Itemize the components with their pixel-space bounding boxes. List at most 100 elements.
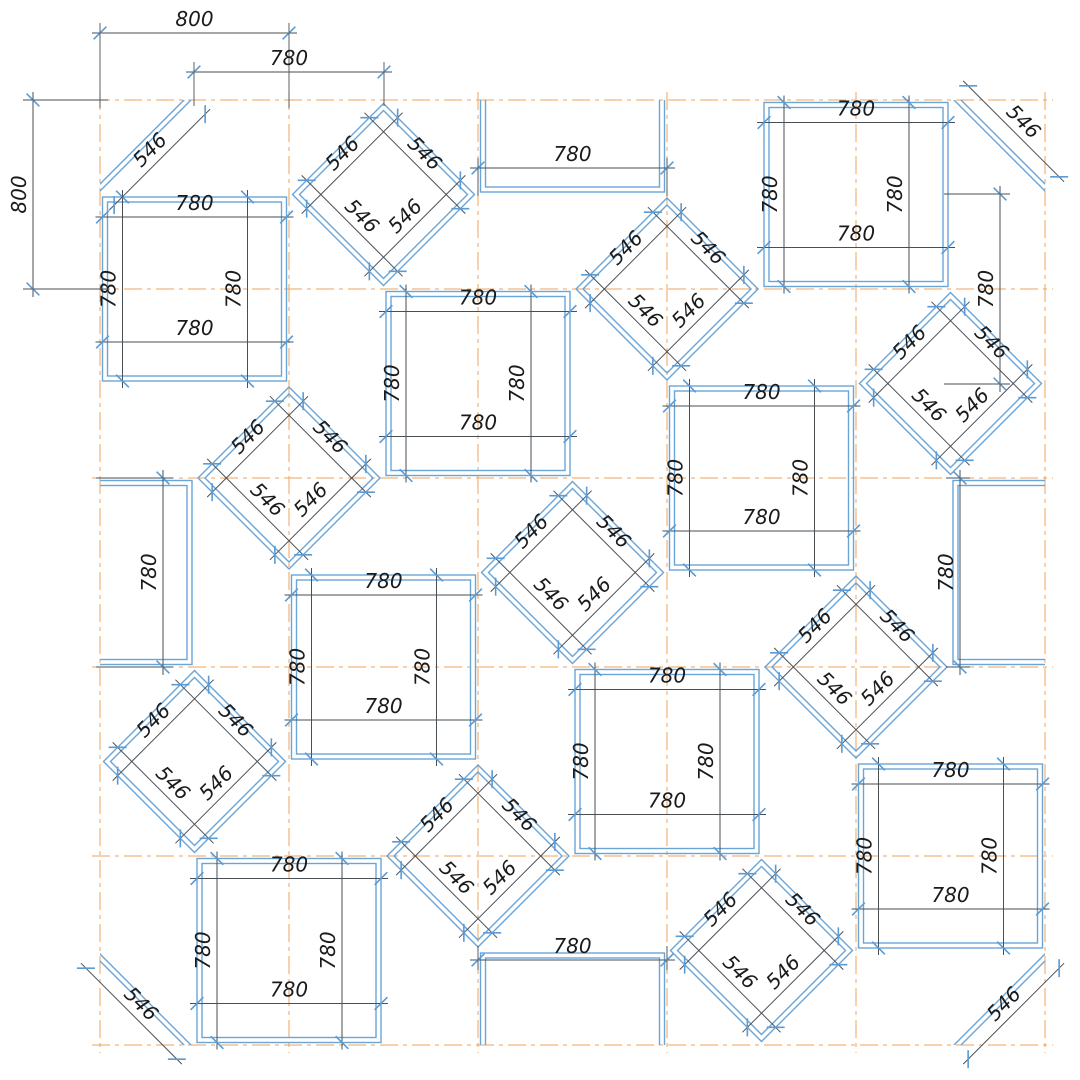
diamond-tile-inner — [204, 393, 374, 563]
dimension-label: 780 — [364, 694, 402, 718]
dimension-label: 780 — [974, 270, 998, 308]
dimension-label: 546 — [226, 415, 270, 459]
dim-tick — [468, 713, 483, 727]
partial-square-tile-inner — [100, 484, 188, 661]
dim-tick — [210, 851, 224, 866]
diamond-tile — [575, 197, 759, 381]
dimension-label: 546 — [509, 509, 553, 553]
square-tile — [857, 763, 1044, 949]
dim-tick — [807, 379, 822, 393]
dimension-line — [490, 490, 592, 592]
corner-diamond-tile-inner — [960, 960, 1045, 1045]
dimension-line — [458, 773, 561, 876]
dimension-label: 546 — [666, 288, 710, 332]
dimension-line — [742, 868, 844, 970]
dim-tick — [524, 468, 538, 483]
dimension-line — [490, 553, 592, 655]
diamond-tile — [386, 764, 570, 948]
square-tile-inner — [862, 768, 1039, 944]
dimension-label: 780 — [553, 142, 591, 166]
dimension-label: 780 — [742, 505, 780, 529]
dim-tick — [190, 996, 204, 1011]
partial-square-tile-inner — [484, 100, 661, 188]
dimension-label: 780 — [286, 648, 310, 686]
dimension-label: 780 — [270, 46, 308, 70]
dim-tick — [284, 713, 299, 727]
dimension-line — [962, 962, 1065, 1065]
dimension-label: 546 — [131, 698, 175, 742]
dimension-label: 780 — [316, 931, 340, 969]
dim-tick — [563, 429, 577, 444]
partial-square-tile-inner — [484, 957, 661, 1045]
dimension-label: 780 — [742, 380, 780, 404]
dim-tick — [399, 468, 413, 483]
diamond-tile-inner — [771, 582, 941, 752]
dimension-label: 780 — [270, 853, 308, 877]
dimension-label: 780 — [931, 758, 969, 782]
dim-tick — [374, 996, 388, 1011]
dimension-label: 780 — [175, 191, 213, 215]
dimension-label: 546 — [592, 509, 636, 553]
dimension-line — [868, 364, 970, 466]
dimension-label: 546 — [624, 288, 668, 332]
dimension-line — [931, 301, 1033, 403]
square-tile-inner — [673, 390, 850, 566]
square-tile-inner — [579, 673, 755, 850]
dimension-label: 546 — [907, 383, 951, 427]
dim-tick — [335, 1035, 349, 1050]
dim-tick — [752, 807, 766, 822]
dimension-label: 780 — [380, 364, 404, 402]
dimension-label: 780 — [664, 459, 688, 497]
dim-tick — [807, 563, 822, 577]
dim-tick — [713, 662, 727, 677]
dimension-label: 780 — [934, 553, 958, 591]
square-tile — [763, 101, 949, 288]
dimension-line — [80, 962, 183, 1065]
dimension-line — [175, 679, 277, 781]
diamond-tile-inner — [582, 204, 752, 374]
dimension-label: 546 — [982, 982, 1026, 1026]
tiles-layer — [100, 100, 1045, 1045]
dim-tick — [1035, 777, 1050, 791]
diamond-tile-inner — [393, 771, 563, 941]
dimension-label: 780 — [137, 553, 161, 591]
dimension-label: 780 — [883, 175, 907, 213]
dim-tick — [682, 563, 697, 577]
dimension-label: 780 — [411, 648, 435, 686]
dim-tick — [568, 807, 582, 822]
dimension-label: 546 — [887, 320, 931, 364]
dimension-label: 546 — [308, 415, 352, 459]
dimension-line — [647, 269, 750, 372]
dimension-label: 546 — [875, 604, 919, 648]
diamond-tile — [291, 102, 476, 287]
dimension-label: 780 — [853, 837, 877, 875]
dimension-line — [364, 175, 466, 277]
dimension-label: 780 — [694, 742, 718, 780]
dimension-label: 546 — [761, 950, 805, 994]
dim-tick — [871, 941, 886, 955]
dim-tick — [374, 871, 388, 886]
dimension-line — [458, 836, 561, 939]
dimension-label: 780 — [505, 364, 529, 402]
dimension-label: 546 — [151, 761, 195, 805]
dim-tick — [588, 846, 602, 861]
dimension-label: 546 — [781, 887, 825, 931]
dimension-line — [395, 836, 498, 939]
dim-tick — [279, 210, 294, 224]
dim-tick — [429, 568, 444, 582]
square-tile — [290, 574, 477, 760]
dimension-label: 546 — [813, 666, 857, 710]
dimension-label: 780 — [789, 459, 813, 497]
partial-square-tile — [952, 479, 1045, 666]
dim-tick — [662, 524, 677, 538]
dimension-label: 780 — [837, 97, 875, 121]
dimension-label: 780 — [978, 837, 1002, 875]
dimension-label: 780 — [459, 411, 497, 435]
square-tile-inner — [201, 862, 377, 1039]
diamond-tile — [764, 575, 948, 759]
dimension-label: 780 — [569, 742, 593, 780]
dim-tick — [524, 284, 538, 299]
dimension-label: 546 — [686, 226, 730, 270]
dim-tick — [190, 871, 204, 886]
